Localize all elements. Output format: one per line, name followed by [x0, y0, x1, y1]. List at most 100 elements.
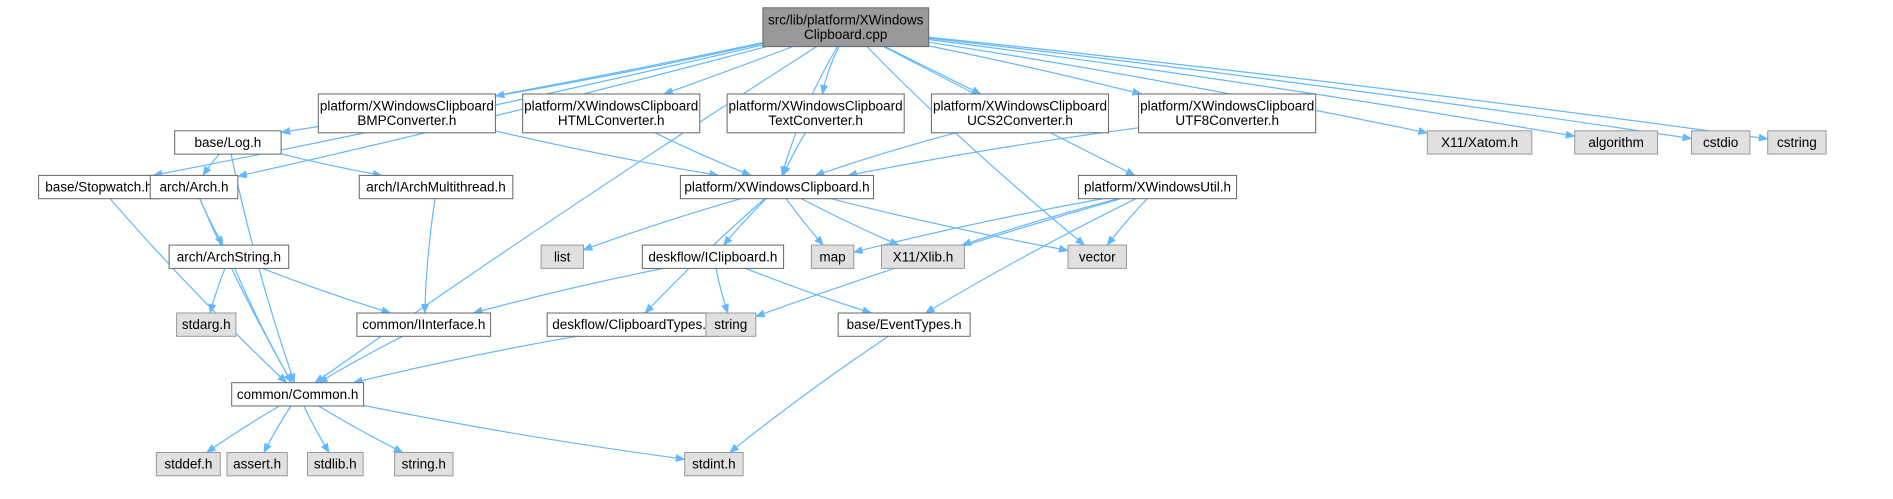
node-cstdio[interactable]: cstdio — [1691, 130, 1751, 155]
node-label: stddef.h — [164, 457, 212, 472]
node-label: HTMLConverter.h — [558, 113, 665, 128]
node-box — [1767, 130, 1827, 155]
node-stdint[interactable]: stdint.h — [684, 452, 744, 477]
node-label: common/Common.h — [237, 387, 359, 402]
edge-html-to-xclip — [654, 132, 752, 176]
node-xclip[interactable]: platform/XWindowsClipboard.h — [679, 174, 875, 200]
node-ucs2[interactable]: platform/XWindowsClipboardUCS2Converter.… — [930, 93, 1110, 134]
node-stdlib[interactable]: stdlib.h — [307, 452, 364, 477]
node-common[interactable]: common/Common.h — [231, 382, 365, 407]
edge-line — [352, 335, 578, 385]
node-stdarg[interactable]: stdarg.h — [176, 312, 237, 337]
node-box — [1426, 130, 1533, 155]
node-map[interactable]: map — [810, 244, 855, 269]
edge-line — [494, 42, 764, 99]
edge-root-to-algorithm — [928, 38, 1576, 139]
node-label: vector — [1079, 249, 1116, 264]
node-box — [317, 93, 496, 134]
node-arch[interactable]: arch/Arch.h — [149, 174, 239, 200]
edge-root-to-cstring — [928, 36, 1769, 142]
edge-xutil-to-eventtypes — [924, 198, 1137, 314]
node-label: arch/ArchString.h — [177, 249, 281, 264]
edge-iclip-to-iinterface — [472, 267, 664, 315]
node-xutil[interactable]: platform/XWindowsUtil.h — [1077, 174, 1238, 200]
node-utf8[interactable]: platform/XWindowsClipboardUTF8Converter.… — [1138, 93, 1317, 134]
edge-line — [722, 198, 767, 246]
node-vector[interactable]: vector — [1067, 244, 1127, 269]
edge-line — [208, 268, 226, 314]
edge-xutil-to-map — [852, 198, 1104, 254]
edge-xclip-to-vector — [830, 198, 1069, 253]
edge-line — [782, 132, 806, 177]
node-stopwatch[interactable]: base/Stopwatch.h — [38, 174, 160, 200]
node-label: string — [714, 317, 747, 332]
node-box — [174, 130, 282, 155]
edge-line — [852, 198, 1104, 254]
edge-xutil-to-vector — [1106, 198, 1148, 246]
node-log[interactable]: base/Log.h — [174, 130, 282, 155]
node-box — [307, 452, 364, 477]
node-box — [1691, 130, 1751, 155]
node-text[interactable]: platform/XWindowsClipboardTextConverter.… — [726, 93, 905, 134]
edge-line — [495, 130, 720, 178]
edge-line — [830, 198, 1069, 253]
node-string[interactable]: string — [705, 312, 757, 337]
node-box — [168, 244, 290, 269]
edge-line — [928, 45, 1143, 96]
edge-stopwatch-to-common — [109, 198, 288, 384]
edge-line — [924, 198, 1137, 314]
edge-line — [961, 198, 1119, 247]
edge-iclip-to-eventtypes — [745, 267, 873, 315]
node-iclip[interactable]: deskflow/IClipboard.h — [641, 244, 785, 269]
node-box — [1067, 244, 1127, 269]
node-stringh[interactable]: string.h — [394, 452, 454, 477]
node-label: stdint.h — [692, 457, 736, 472]
edge-line — [847, 127, 1139, 178]
node-xatom[interactable]: X11/Xatom.h — [1426, 130, 1533, 155]
edge-eventtypes-to-stdint — [728, 335, 889, 454]
edge-line — [318, 405, 404, 454]
node-cliptypes[interactable]: deskflow/ClipboardTypes.h — [546, 312, 720, 337]
node-assert[interactable]: assert.h — [226, 452, 288, 477]
edge-line — [582, 198, 742, 251]
edge-line — [317, 335, 404, 384]
edge-archstring-to-stdarg — [208, 268, 226, 314]
node-iinterface[interactable]: common/IInterface.h — [356, 312, 492, 337]
node-cstring[interactable]: cstring — [1767, 130, 1827, 155]
node-algorithm[interactable]: algorithm — [1574, 130, 1659, 155]
edge-line — [928, 41, 1429, 135]
edge-common-to-stdint — [363, 404, 686, 462]
node-box — [726, 93, 905, 134]
node-root[interactable]: src/lib/platform/XWindowsClipboard.cpp — [762, 7, 930, 48]
edge-line — [303, 405, 330, 454]
node-xlib[interactable]: X11/Xlib.h — [881, 244, 965, 269]
edge-xclip-to-xlib — [801, 198, 900, 246]
node-label: common/IInterface.h — [362, 317, 485, 332]
node-html[interactable]: platform/XWindowsClipboardHTMLConverter.… — [522, 93, 701, 134]
node-iarchmt[interactable]: arch/IArchMultithread.h — [358, 174, 514, 200]
edge-archstring-to-common — [234, 268, 293, 384]
edge-line — [202, 153, 220, 177]
node-label: algorithm — [1588, 135, 1644, 150]
edge-line — [785, 198, 824, 246]
node-box — [684, 452, 744, 477]
edge-root-to-text — [820, 46, 840, 95]
edge-root-to-utf8 — [928, 45, 1143, 96]
edge-line — [715, 268, 729, 314]
node-archstring[interactable]: arch/ArchString.h — [168, 244, 290, 269]
node-eventtypes[interactable]: base/EventTypes.h — [837, 312, 971, 337]
edge-line — [884, 45, 982, 95]
node-list[interactable]: list — [540, 244, 584, 269]
node-stddef[interactable]: stddef.h — [155, 452, 221, 477]
node-box — [679, 174, 875, 200]
node-box — [522, 93, 701, 134]
node-box — [762, 7, 930, 48]
node-label: base/EventTypes.h — [847, 317, 962, 332]
edge-line — [654, 132, 752, 176]
edge-line — [1106, 198, 1148, 246]
node-label: TextConverter.h — [768, 113, 863, 128]
edge-line — [928, 38, 1576, 139]
node-label: src/lib/platform/XWindows — [768, 12, 924, 27]
node-label: list — [554, 249, 571, 264]
